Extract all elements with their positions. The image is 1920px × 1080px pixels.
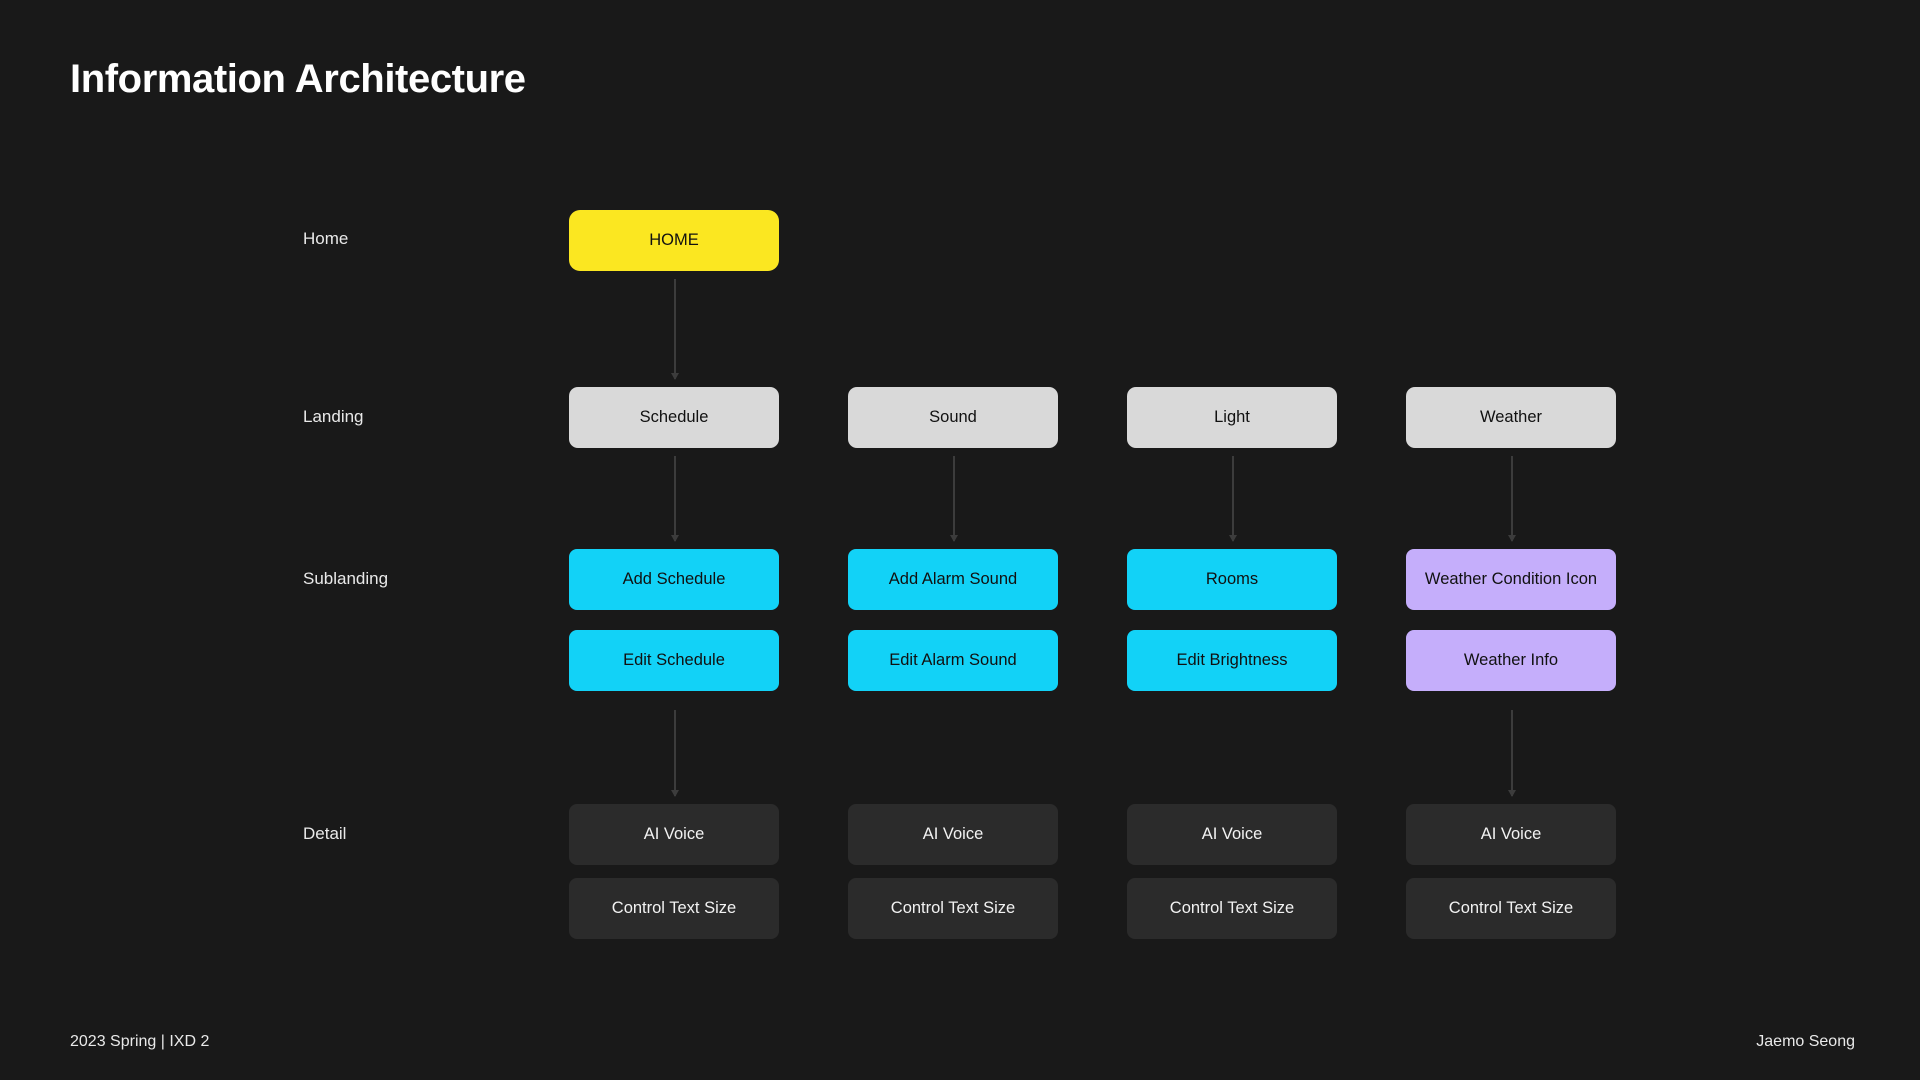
arrow-head-icon xyxy=(671,373,679,380)
connector-arrow-schedule-to-add xyxy=(671,456,679,542)
node-detail-control-text-size[interactable]: Control Text Size xyxy=(1127,878,1337,939)
node-label: Control Text Size xyxy=(1169,899,1295,918)
node-label: AI Voice xyxy=(1201,825,1263,844)
node-label: Add Schedule xyxy=(622,570,726,589)
arrow-head-icon xyxy=(671,535,679,542)
row-label-detail: Detail xyxy=(303,824,347,843)
node-label: Schedule xyxy=(639,408,709,427)
node-detail-control-text-size[interactable]: Control Text Size xyxy=(569,878,779,939)
arrow-head-icon xyxy=(950,535,958,542)
node-label: Rooms xyxy=(1205,570,1259,589)
node-label: Light xyxy=(1214,408,1250,427)
connector-arrow-home-to-schedule xyxy=(671,279,679,380)
node-detail-control-text-size[interactable]: Control Text Size xyxy=(848,878,1058,939)
node-sublanding-edit-alarm-sound[interactable]: Edit Alarm Sound xyxy=(848,630,1058,691)
arrow-head-icon xyxy=(1229,535,1237,542)
node-label: AI Voice xyxy=(643,825,705,844)
connector-arrow-weather-to-condition xyxy=(1508,456,1516,542)
footer-course-info: 2023 Spring | IXD 2 xyxy=(70,1033,210,1050)
row-label-landing: Landing xyxy=(303,407,364,426)
node-landing-sound[interactable]: Sound xyxy=(848,387,1058,448)
node-detail-ai-voice[interactable]: AI Voice xyxy=(1127,804,1337,865)
node-label: Control Text Size xyxy=(1448,899,1574,918)
node-label: Weather xyxy=(1479,408,1543,427)
node-label: Control Text Size xyxy=(890,899,1016,918)
connector-arrow-light-to-rooms xyxy=(1229,456,1237,542)
node-detail-ai-voice[interactable]: AI Voice xyxy=(848,804,1058,865)
node-landing-schedule[interactable]: Schedule xyxy=(569,387,779,448)
node-label: Weather Info xyxy=(1463,651,1559,670)
node-label: Control Text Size xyxy=(611,899,737,918)
node-home-home[interactable]: HOME xyxy=(569,210,779,271)
row-label-home: Home xyxy=(303,229,349,248)
node-label: Weather Condition Icon xyxy=(1424,570,1598,589)
node-label: AI Voice xyxy=(1480,825,1542,844)
node-label: Edit Brightness xyxy=(1176,651,1288,670)
connector-arrow-weather-info-to-ai xyxy=(1508,710,1516,797)
connector-arrow-edit-schedule-to-ai xyxy=(671,710,679,797)
node-landing-light[interactable]: Light xyxy=(1127,387,1337,448)
node-sublanding-edit-brightness[interactable]: Edit Brightness xyxy=(1127,630,1337,691)
page-title: Information Architecture xyxy=(70,57,526,101)
node-label: AI Voice xyxy=(922,825,984,844)
node-detail-ai-voice[interactable]: AI Voice xyxy=(569,804,779,865)
node-label: Edit Schedule xyxy=(623,651,725,670)
row-label-sublanding: Sublanding xyxy=(303,569,389,588)
node-detail-control-text-size[interactable]: Control Text Size xyxy=(1406,878,1616,939)
node-label: Edit Alarm Sound xyxy=(889,651,1017,670)
arrow-head-icon xyxy=(671,790,679,797)
node-label: Sound xyxy=(929,408,977,427)
node-sublanding-add-alarm-sound[interactable]: Add Alarm Sound xyxy=(848,549,1058,610)
arrow-head-icon xyxy=(1508,790,1516,797)
node-label: HOME xyxy=(649,231,699,250)
node-sublanding-edit-schedule[interactable]: Edit Schedule xyxy=(569,630,779,691)
node-sublanding-weather-condition-icon[interactable]: Weather Condition Icon xyxy=(1406,549,1616,610)
node-sublanding-rooms[interactable]: Rooms xyxy=(1127,549,1337,610)
node-sublanding-add-schedule[interactable]: Add Schedule xyxy=(569,549,779,610)
footer-author-name: Jaemo Seong xyxy=(1756,1033,1855,1050)
node-label: Add Alarm Sound xyxy=(888,570,1018,589)
arrow-head-icon xyxy=(1508,535,1516,542)
node-sublanding-weather-info[interactable]: Weather Info xyxy=(1406,630,1616,691)
node-detail-ai-voice[interactable]: AI Voice xyxy=(1406,804,1616,865)
connector-arrow-sound-to-add-alarm xyxy=(950,456,958,542)
node-landing-weather[interactable]: Weather xyxy=(1406,387,1616,448)
